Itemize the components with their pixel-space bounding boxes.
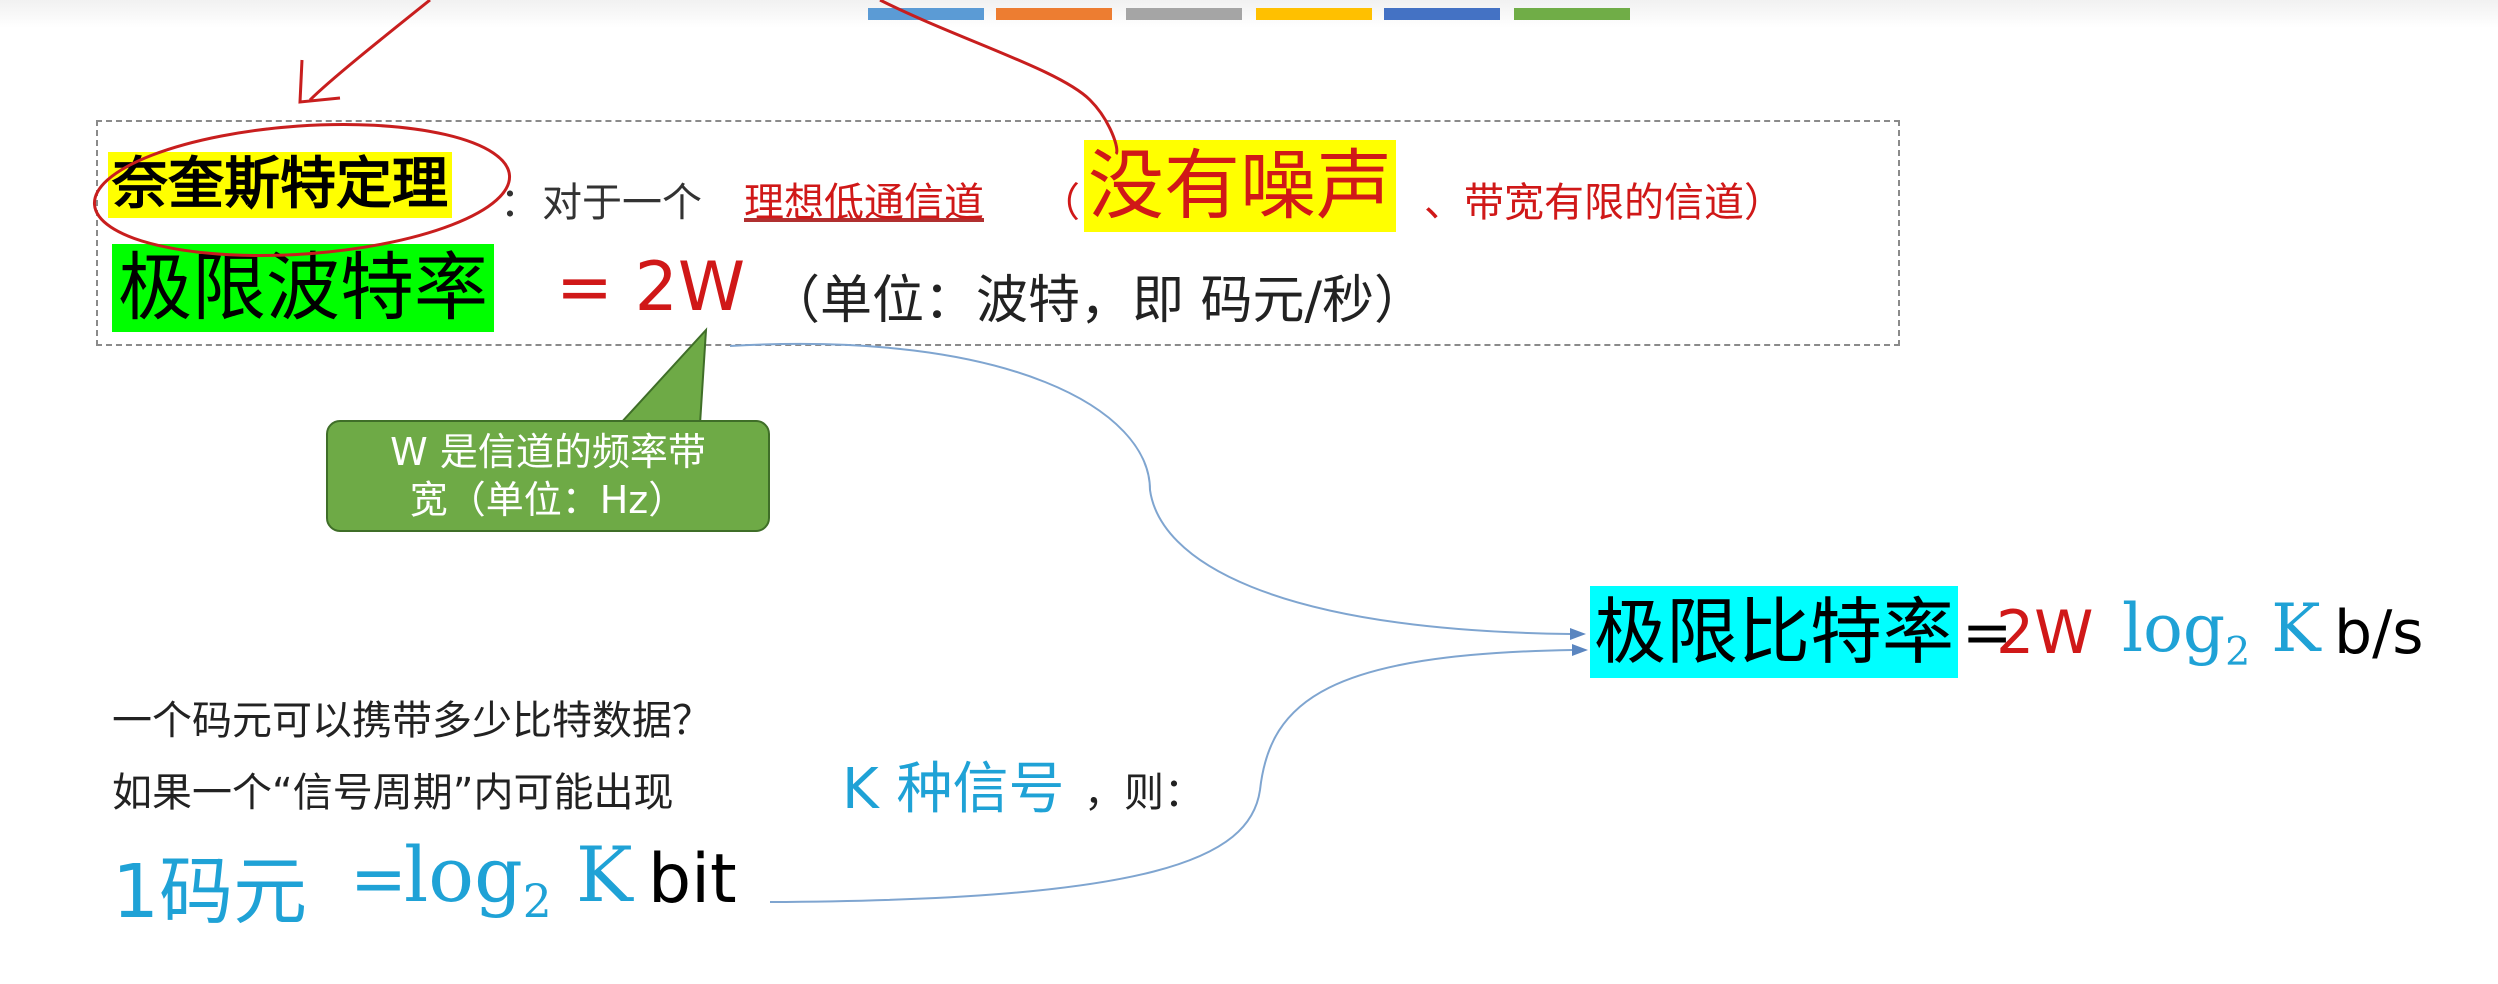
- color-bar-3: [1126, 8, 1242, 20]
- handwritten-curve: [879, 0, 1119, 156]
- theorem-name: 奈奎斯特定理: [108, 152, 452, 218]
- connector-arrowhead-2: [1572, 644, 1588, 656]
- handwritten-arrow: [308, 0, 431, 102]
- limit-bitrate-label: 极限比特率: [1590, 586, 1959, 678]
- ideal-channel-text: 理想低通信道: [744, 180, 984, 226]
- bitrate-log-term: log2 K: [2122, 590, 2321, 675]
- symbol-log: log: [404, 830, 523, 919]
- baud-formula: = 2W: [556, 248, 746, 327]
- callout-line-2: 宽（单位：Hz）: [409, 478, 687, 522]
- bandwidth-callout: W 是信道的频率带 宽（单位：Hz）: [326, 420, 770, 532]
- handwritten-arrowhead: [298, 59, 341, 104]
- color-bar-4: [1256, 8, 1372, 20]
- symbol-equals: =: [350, 840, 407, 919]
- k-signals-text: K 种信号: [842, 757, 1065, 822]
- bitrate-log: log: [2122, 590, 2226, 667]
- symbol-log-term: log2 K: [404, 830, 633, 928]
- baud-unit: （单位：波特，即 码元/秒）: [768, 271, 1427, 331]
- color-bar-5: [1384, 8, 1500, 20]
- bitrate-k: K: [2250, 590, 2321, 667]
- color-bar-2: [996, 8, 1112, 20]
- then-text: ，则：: [1084, 770, 1204, 816]
- no-noise-text: 没有噪声: [1084, 140, 1396, 232]
- bitrate-unit: b/s: [2334, 598, 2424, 668]
- theorem-intro: 对于一个: [542, 180, 702, 226]
- connector-arrowhead-1: [1570, 628, 1586, 640]
- limit-baud-label: 极限波特率: [112, 244, 494, 332]
- callout-line-1: W 是信道的频率带: [390, 430, 706, 474]
- color-bar-6: [1514, 8, 1630, 20]
- signal-period-text: 如果一个“信号周期”内可能出现: [112, 770, 674, 816]
- bitrate-equals: =: [1962, 598, 2013, 668]
- bitrate-log-base: 2: [2225, 628, 2251, 675]
- symbol-question: 一个码元可以携带多少比特数据？: [112, 698, 712, 744]
- symbol-k: K: [551, 830, 633, 919]
- connector-2w-to-bitrate: [729, 342, 1571, 635]
- handwritten-circle: [92, 123, 512, 257]
- limited-band-text: 、带宽有限的信道）: [1424, 180, 1784, 226]
- callout-pointer: [617, 327, 708, 425]
- symbol-log-base: 2: [522, 874, 552, 928]
- symbol-bit-unit: bit: [648, 840, 737, 919]
- paren-open: （: [1040, 180, 1080, 226]
- bitrate-2w: 2W: [1996, 598, 2094, 668]
- connector-bit-to-bitrate: [769, 649, 1573, 903]
- one-symbol-label: 1码元: [112, 849, 308, 935]
- color-bar-1: [868, 8, 984, 20]
- theorem-box: [96, 120, 1900, 346]
- slide-top-strip: [0, 0, 2498, 28]
